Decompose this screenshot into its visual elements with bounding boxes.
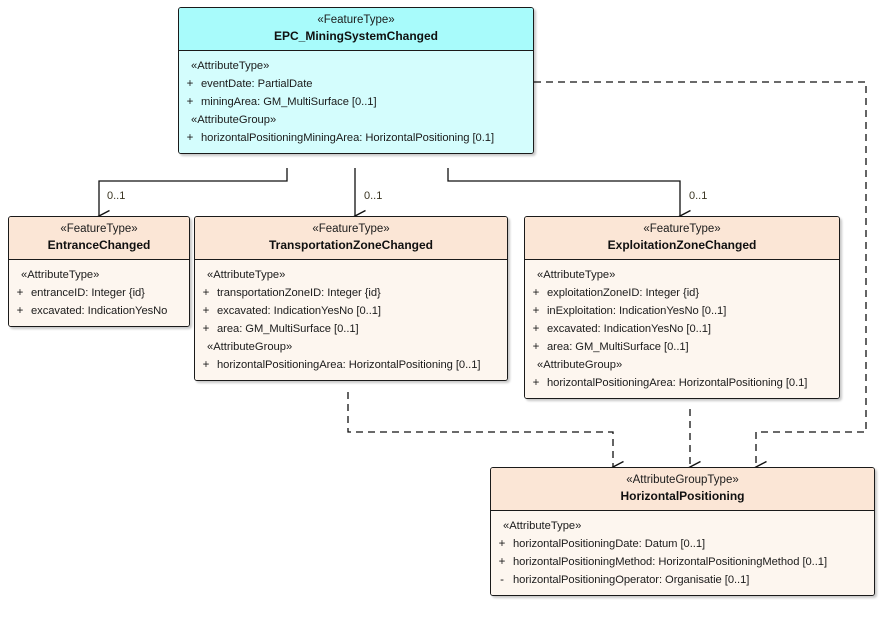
class-header-entrancechanged: «FeatureType» EntranceChanged — [9, 217, 189, 260]
attribute-text: inExploitation: IndicationYesNo [0..1] — [547, 305, 727, 317]
attribute-visibility: + — [202, 305, 210, 317]
attribute-visibility: + — [186, 96, 194, 108]
attribute-text: exploitationZoneID: Integer {id} — [547, 287, 700, 299]
class-name: HorizontalPositioning — [620, 489, 745, 503]
attribute-row[interactable]: - horizontalPositioningOperator: Organis… — [491, 571, 874, 589]
multiplicity-transportationzone: 0..1 — [364, 190, 383, 202]
dep-transportationzone-hp-line — [347, 392, 624, 474]
attribute-text: area: GM_MultiSurface [0..1] — [547, 341, 689, 353]
attribute-row[interactable]: + horizontalPositioningDate: Datum [0..1… — [491, 535, 874, 553]
attribute-row[interactable]: + entranceID: Integer {id} — [9, 284, 189, 302]
attribute-text: horizontalPositioningDate: Datum [0..1] — [513, 538, 706, 550]
section-label-attributetype: «AttributeType» — [537, 269, 616, 281]
class-stereotype: «AttributeGroupType» — [626, 474, 739, 486]
section-label-attributegroup: «AttributeGroup» — [207, 341, 293, 353]
attribute-text: horizontalPositioningArea: HorizontalPos… — [217, 359, 481, 371]
attribute-row[interactable]: + area: GM_MultiSurface [0..1] — [195, 320, 507, 338]
multiplicity-exploitationzone: 0..1 — [689, 190, 708, 202]
class-name: EPC_MiningSystemChanged — [273, 29, 439, 43]
attribute-row[interactable]: + horizontalPositioningMethod: Horizonta… — [491, 553, 874, 571]
attribute-visibility: + — [16, 305, 24, 317]
attribute-row[interactable]: + excavated: IndicationYesNo [0..1] — [195, 302, 507, 320]
class-body-epc-miningsystemchanged: «AttributeType» + eventDate: PartialDate… — [179, 51, 533, 153]
multiplicity-entrance: 0..1 — [107, 190, 126, 202]
attribute-text: transportationZoneID: Integer {id} — [217, 287, 381, 299]
attribute-visibility: + — [202, 323, 210, 335]
attribute-visibility: + — [202, 287, 210, 299]
attribute-row[interactable]: + excavated: IndicationYesNo [0..1] — [525, 320, 839, 338]
section-label-attributetype: «AttributeType» — [191, 60, 270, 72]
attribute-row[interactable]: + exploitationZoneID: Integer {id} — [525, 284, 839, 302]
attribute-row[interactable]: + eventDate: PartialDate — [179, 75, 533, 93]
attribute-text: excavated: IndicationYesNo [0..1] — [547, 323, 711, 335]
attribute-text: excavated: IndicationYesNo — [31, 305, 168, 317]
class-stereotype: «FeatureType» — [60, 223, 138, 235]
class-body-transportationzonechanged: «AttributeType» + transportationZoneID: … — [195, 260, 507, 380]
class-name: TransportationZoneChanged — [268, 238, 433, 252]
attribute-visibility: + — [16, 287, 24, 299]
attribute-row[interactable]: + transportationZoneID: Integer {id} — [195, 284, 507, 302]
class-box-exploitationzonechanged[interactable]: «FeatureType» ExploitationZoneChanged «A… — [524, 216, 840, 399]
class-stereotype: «FeatureType» — [312, 223, 390, 235]
class-box-epc-miningsystemchanged[interactable]: «FeatureType» EPC_MiningSystemChanged «A… — [178, 7, 534, 154]
attribute-visibility: + — [498, 538, 506, 550]
attribute-visibility: + — [532, 341, 540, 353]
section-label-attributegroup: «AttributeGroup» — [537, 359, 623, 371]
attribute-visibility: + — [186, 132, 194, 144]
attribute-row[interactable]: + inExploitation: IndicationYesNo [0..1] — [525, 302, 839, 320]
attribute-row[interactable]: + miningArea: GM_MultiSurface [0..1] — [179, 93, 533, 111]
class-box-entrancechanged[interactable]: «FeatureType» EntranceChanged «Attribute… — [8, 216, 190, 327]
attribute-text: miningArea: GM_MultiSurface [0..1] — [201, 96, 377, 108]
attribute-visibility: + — [202, 359, 210, 371]
class-body-horizontalpositioning: «AttributeType» + horizontalPositioningD… — [491, 511, 874, 595]
attribute-visibility: + — [532, 377, 540, 389]
class-box-transportationzonechanged[interactable]: «FeatureType» TransportationZoneChanged … — [194, 216, 508, 381]
class-name: ExploitationZoneChanged — [607, 238, 757, 252]
attribute-row[interactable]: + horizontalPositioningArea: HorizontalP… — [195, 356, 507, 374]
attribute-text: horizontalPositioningArea: HorizontalPos… — [547, 377, 808, 389]
attribute-text: excavated: IndicationYesNo [0..1] — [217, 305, 381, 317]
attribute-visibility: + — [532, 305, 540, 317]
attribute-text: horizontalPositioningOperator: Organisat… — [513, 574, 750, 586]
attribute-text: horizontalPositioningMiningArea: Horizon… — [201, 132, 495, 144]
attribute-visibility: + — [532, 323, 540, 335]
attribute-visibility: + — [498, 556, 506, 568]
class-stereotype: «FeatureType» — [643, 223, 721, 235]
class-box-horizontalpositioning[interactable]: «AttributeGroupType» HorizontalPositioni… — [490, 467, 875, 596]
class-name: EntranceChanged — [47, 238, 151, 252]
class-header-epc-miningsystemchanged: «FeatureType» EPC_MiningSystemChanged — [179, 8, 533, 51]
class-body-entrancechanged: «AttributeType» + entranceID: Integer {i… — [9, 260, 189, 326]
attribute-visibility: - — [500, 574, 504, 586]
class-body-exploitationzonechanged: «AttributeType» + exploitationZoneID: In… — [525, 260, 839, 398]
attribute-visibility: + — [186, 78, 194, 90]
attribute-text: horizontalPositioningMethod: HorizontalP… — [513, 556, 828, 568]
attribute-visibility: + — [532, 287, 540, 299]
section-label-attributetype: «AttributeType» — [21, 269, 100, 281]
class-header-transportationzonechanged: «FeatureType» TransportationZoneChanged — [195, 217, 507, 260]
attribute-row[interactable]: + horizontalPositioningMiningArea: Horiz… — [179, 129, 533, 147]
attribute-text: area: GM_MultiSurface [0..1] — [217, 323, 359, 335]
class-header-exploitationzonechanged: «FeatureType» ExploitationZoneChanged — [525, 217, 839, 260]
attribute-row[interactable]: + excavated: IndicationYesNo — [9, 302, 189, 320]
assoc-exploitationzone-line — [447, 168, 691, 223]
class-header-horizontalpositioning: «AttributeGroupType» HorizontalPositioni… — [491, 468, 874, 511]
section-label-attributetype: «AttributeType» — [503, 520, 582, 532]
attribute-row[interactable]: + area: GM_MultiSurface [0..1] — [525, 338, 839, 356]
attribute-text: eventDate: PartialDate — [201, 78, 313, 90]
section-label-attributetype: «AttributeType» — [207, 269, 286, 281]
class-stereotype: «FeatureType» — [317, 14, 395, 26]
assoc-entrance-line — [97, 168, 288, 223]
attribute-text: entranceID: Integer {id} — [31, 287, 145, 299]
attribute-row[interactable]: + horizontalPositioningArea: HorizontalP… — [525, 374, 839, 392]
section-label-attributegroup: «AttributeGroup» — [191, 114, 277, 126]
